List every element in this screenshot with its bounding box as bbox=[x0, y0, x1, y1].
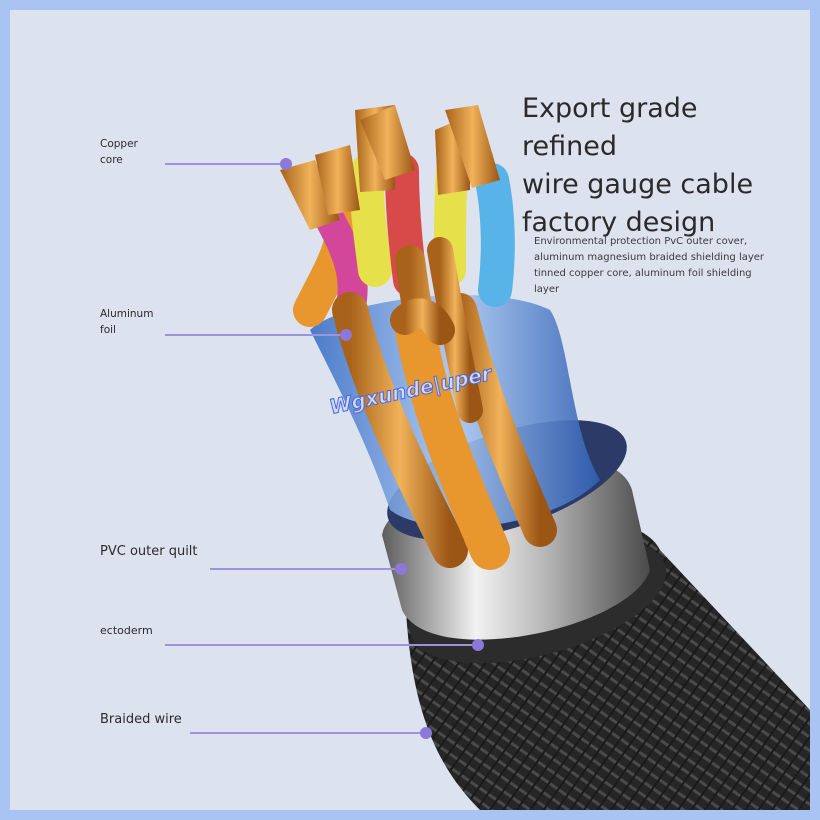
copper-core-callout-line bbox=[165, 163, 285, 165]
copper-core-callout-dot bbox=[280, 158, 292, 170]
pvc-outer-quilt-callout-line bbox=[210, 568, 400, 570]
aluminum-foil-callout-dot bbox=[340, 329, 352, 341]
ectoderm-label: ectoderm bbox=[100, 624, 153, 637]
headline-line-2: wire gauge cable bbox=[522, 169, 754, 200]
description-line-2: aluminum magnesium braided shielding lay… bbox=[534, 252, 765, 263]
blue-wire bbox=[475, 163, 515, 307]
braided-wire-callout-dot bbox=[420, 727, 432, 739]
copper-core-label: Copper core bbox=[100, 138, 138, 166]
aluminum-foil-label: Aluminum foil bbox=[100, 308, 154, 336]
orange-core bbox=[395, 310, 510, 570]
ectoderm-callout-line bbox=[165, 644, 477, 646]
description-line-1: Environmental protection PvC outer cover… bbox=[534, 236, 748, 247]
copper-bundle-left bbox=[332, 292, 468, 568]
description: Environmental protection PvC outer cover… bbox=[534, 234, 784, 298]
description-line-4: layer bbox=[534, 284, 560, 295]
product-frame: Export grade refined wire gauge cable fa… bbox=[10, 10, 810, 810]
headline: Export grade refined wire gauge cable fa… bbox=[522, 90, 792, 242]
headline-line-1: Export grade refined bbox=[522, 93, 698, 162]
aluminum-foil-callout-line bbox=[165, 334, 345, 336]
pvc-outer-quilt-label: PVC outer quilt bbox=[100, 544, 198, 559]
ectoderm-callout-dot bbox=[472, 639, 484, 651]
headline-line-3: factory design bbox=[522, 207, 716, 238]
pvc-outer-quilt-callout-dot bbox=[395, 563, 407, 575]
braided-wire-callout-line bbox=[190, 732, 425, 734]
cable-illustration bbox=[280, 105, 810, 810]
description-line-3: tinned copper core, aluminum foil shield… bbox=[534, 268, 752, 279]
braided-wire-label: Braided wire bbox=[100, 712, 182, 727]
